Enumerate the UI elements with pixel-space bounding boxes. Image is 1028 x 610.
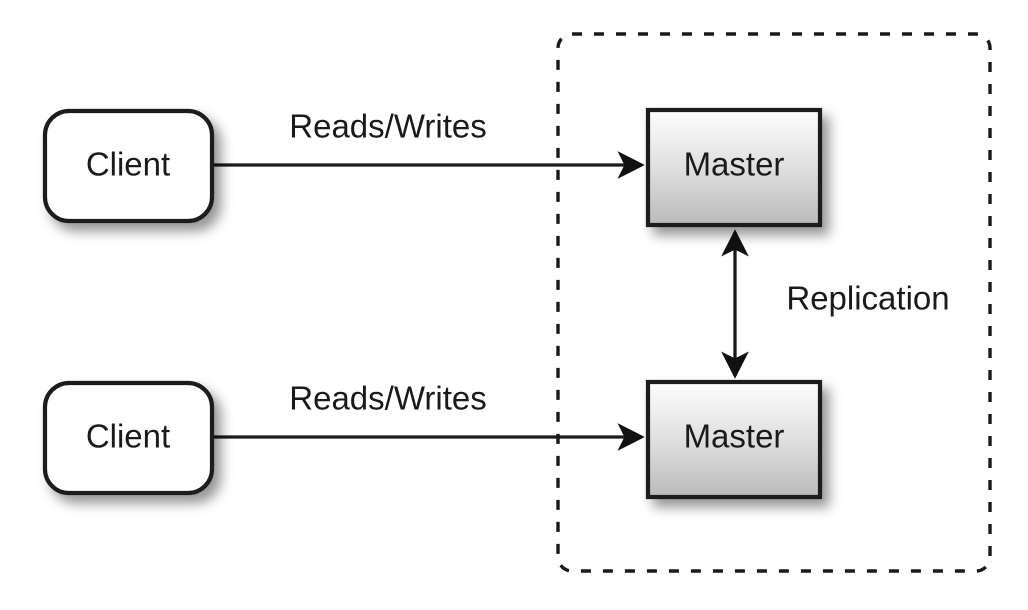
node-client-top[interactable]: Client — [42, 108, 215, 224]
edge-label-reads-writes-top: Reads/Writes — [289, 108, 486, 145]
node-client-bottom[interactable]: Client — [42, 380, 215, 496]
node-client-top-shape — [42, 108, 215, 224]
node-master-bottom-label: Master — [684, 418, 785, 455]
node-master-bottom[interactable]: Master — [645, 379, 823, 500]
cluster-boundary-outline — [556, 32, 992, 573]
node-client-bottom-shape — [42, 380, 215, 496]
edge-label-replication: Replication — [786, 280, 949, 317]
node-master-top[interactable]: Master — [645, 107, 823, 228]
node-master-top-shape — [645, 107, 823, 228]
node-master-bottom-shape — [645, 379, 823, 500]
replication-cluster-boundary — [556, 32, 992, 573]
node-client-top-label: Client — [86, 146, 170, 183]
node-master-top-label: Master — [684, 146, 785, 183]
edge-label-reads-writes-bottom: Reads/Writes — [289, 380, 486, 417]
node-client-bottom-label: Client — [86, 418, 170, 455]
